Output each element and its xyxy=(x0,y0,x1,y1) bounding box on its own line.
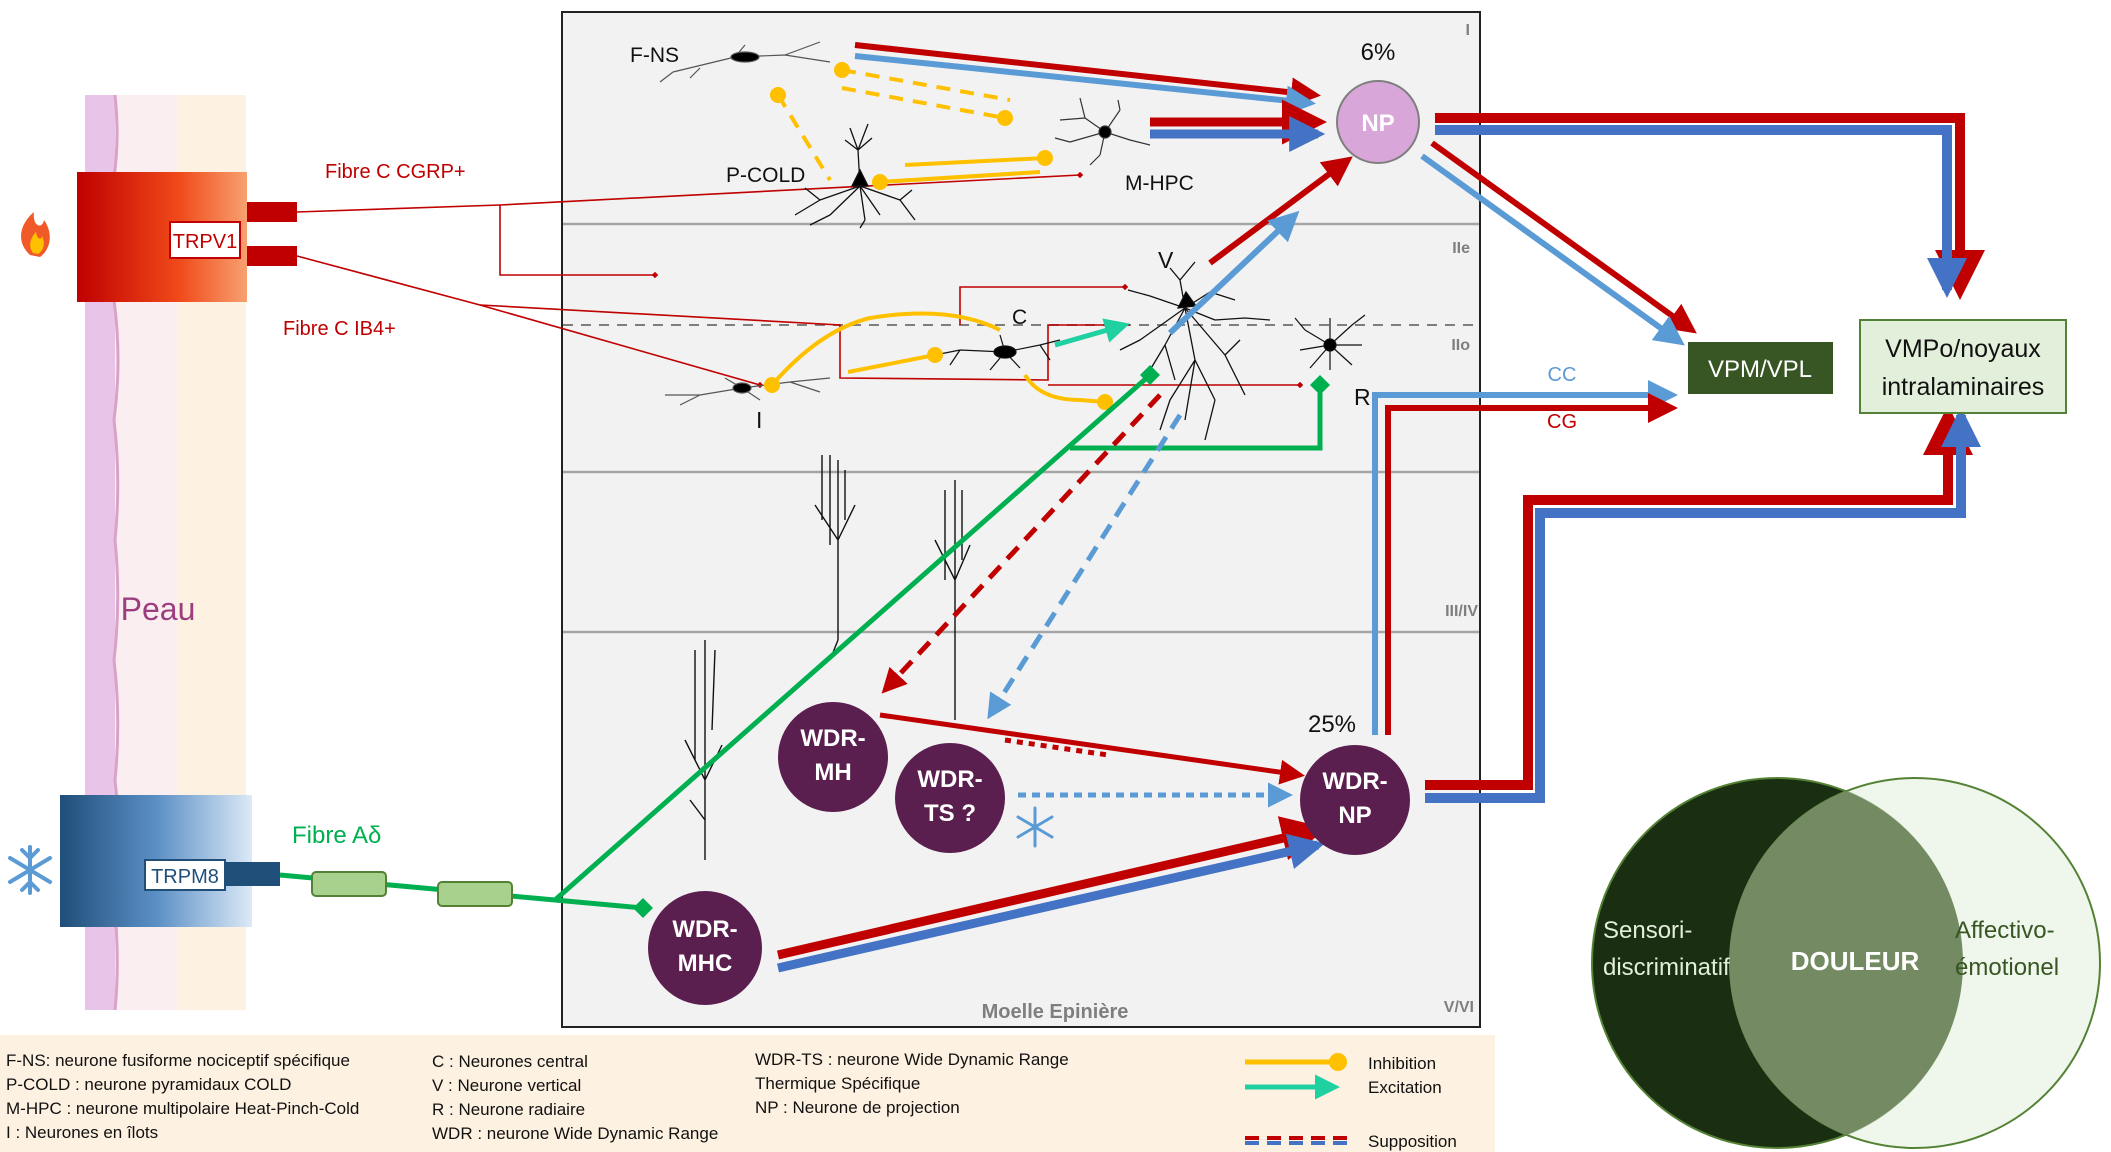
flame-icon xyxy=(21,212,50,257)
svg-text:intralaminaires: intralaminaires xyxy=(1882,373,2045,401)
neuron-fns xyxy=(659,41,831,83)
wdr-np-node: 25% WDR- NP xyxy=(1300,711,1410,855)
svg-text:WDR-: WDR- xyxy=(917,766,982,793)
svg-text:Inhibition: Inhibition xyxy=(1368,1054,1436,1073)
projection-pathways xyxy=(776,42,1985,973)
dendrite-trees xyxy=(684,455,971,860)
svg-text:Thermique Spécifique: Thermique Spécifique xyxy=(755,1074,920,1093)
lamina-iie-label: IIe xyxy=(1452,240,1470,257)
svg-text:MH: MH xyxy=(814,759,851,786)
spinal-cord-label: Moelle Epinière xyxy=(982,1001,1129,1023)
wdr-ts-node: WDR- TS ? xyxy=(895,743,1005,853)
svg-text:F-NS: neurone fusiforme nocice: F-NS: neurone fusiforme nociceptif spéci… xyxy=(6,1051,350,1070)
r-label: R xyxy=(1354,384,1371,410)
svg-text:WDR-: WDR- xyxy=(800,725,865,752)
svg-text:MHC: MHC xyxy=(678,950,733,977)
svg-text:P-COLD : neurone pyramidaux CO: P-COLD : neurone pyramidaux COLD xyxy=(6,1075,291,1094)
skin-label: Peau xyxy=(121,591,196,627)
snowflake-icon xyxy=(8,845,52,895)
fibre-cgrp-label: Fibre C CGRP+ xyxy=(325,161,466,183)
svg-text:VMPo/noyaux: VMPo/noyaux xyxy=(1885,335,2041,363)
wdr-mhc-node: WDR- MHC xyxy=(648,891,762,1005)
neuron-mhpc xyxy=(1054,97,1151,166)
svg-text:WDR-: WDR- xyxy=(1322,768,1387,795)
mhpc-label: M-HPC xyxy=(1125,172,1194,195)
lamina-iio-label: IIo xyxy=(1451,337,1470,354)
neuron-c xyxy=(934,334,1061,371)
fibre-ad-label: Fibre Aδ xyxy=(292,822,381,849)
trpv1-receptor: TRPV1 xyxy=(77,172,297,302)
fibre-ib4-label: Fibre C IB4+ xyxy=(283,318,396,340)
lamina-i-label: I xyxy=(1466,22,1470,39)
svg-text:WDR-TS : neurone Wide Dynamic: WDR-TS : neurone Wide Dynamic Range xyxy=(755,1050,1069,1069)
fibre-ad-path xyxy=(279,365,1330,918)
svg-text:WDR : neurone Wide Dynamic Ran: WDR : neurone Wide Dynamic Range xyxy=(432,1124,718,1143)
trpv1-label: TRPV1 xyxy=(173,231,237,253)
np-percent: 6% xyxy=(1361,39,1396,66)
vmpo-box: VMPo/noyaux intralaminaires xyxy=(1859,319,2067,414)
lamina-iiiiv-label: III/IV xyxy=(1445,603,1478,620)
svg-text:WDR-: WDR- xyxy=(672,916,737,943)
i-label: I xyxy=(756,407,762,433)
np-node: 6% NP xyxy=(1336,39,1420,164)
v-label: V xyxy=(1158,247,1174,273)
c-to-v-excitation xyxy=(1054,318,1130,348)
vpm-box: VPM/VPL xyxy=(1688,342,1833,394)
svg-text:Sensori-: Sensori- xyxy=(1603,917,1692,944)
cg-label: CG xyxy=(1547,411,1577,433)
trpm8-receptor: TRPM8 xyxy=(60,795,280,927)
legend: F-NS: neurone fusiforme nociceptif spéci… xyxy=(0,1035,1495,1152)
svg-text:C : Neurones central: C : Neurones central xyxy=(432,1052,588,1071)
venn-diagram: Sensori- discriminatif DOULEUR Affectivo… xyxy=(1591,777,2101,1149)
np-label: NP xyxy=(1361,110,1394,137)
svg-text:NP : Neurone de projection: NP : Neurone de projection xyxy=(755,1098,960,1117)
svg-text:M-HPC : neurone multipolaire H: M-HPC : neurone multipolaire Heat-Pinch-… xyxy=(6,1099,359,1118)
svg-text:Affectivo-: Affectivo- xyxy=(1955,917,2055,944)
svg-text:NP: NP xyxy=(1338,802,1371,829)
cc-label: CC xyxy=(1548,364,1577,386)
svg-text:TS ?: TS ? xyxy=(924,800,976,827)
c-label: C xyxy=(1012,306,1027,329)
pcold-label: P-COLD xyxy=(726,164,805,187)
svg-text:Excitation: Excitation xyxy=(1368,1078,1442,1097)
lamina-vvi-label: V/VI xyxy=(1444,999,1474,1016)
wdr-mh-node: WDR- MH xyxy=(778,702,888,812)
neuron-r xyxy=(1294,314,1366,370)
svg-text:V : Neurone vertical: V : Neurone vertical xyxy=(432,1076,581,1095)
wdr-np-percent: 25% xyxy=(1308,711,1356,738)
neuron-pcold xyxy=(794,123,916,229)
inhibition-lines xyxy=(764,62,1113,410)
svg-text:émotionel: émotionel xyxy=(1955,954,2059,981)
fns-label: F-NS xyxy=(630,44,679,67)
svg-text:Supposition: Supposition xyxy=(1368,1132,1457,1151)
trpm8-label: TRPM8 xyxy=(151,866,219,888)
snowflake-icon-small xyxy=(1016,806,1054,848)
svg-text:I : Neurones en îlots: I : Neurones en îlots xyxy=(6,1123,158,1142)
vpm-label: VPM/VPL xyxy=(1708,356,1812,383)
svg-text:R : Neurone radiaire: R : Neurone radiaire xyxy=(432,1100,585,1119)
svg-text:discriminatif: discriminatif xyxy=(1603,954,1730,981)
venn-center-label: DOULEUR xyxy=(1791,946,1920,976)
neuron-labels: F-NS P-COLD M-HPC V C I R xyxy=(630,44,1371,433)
